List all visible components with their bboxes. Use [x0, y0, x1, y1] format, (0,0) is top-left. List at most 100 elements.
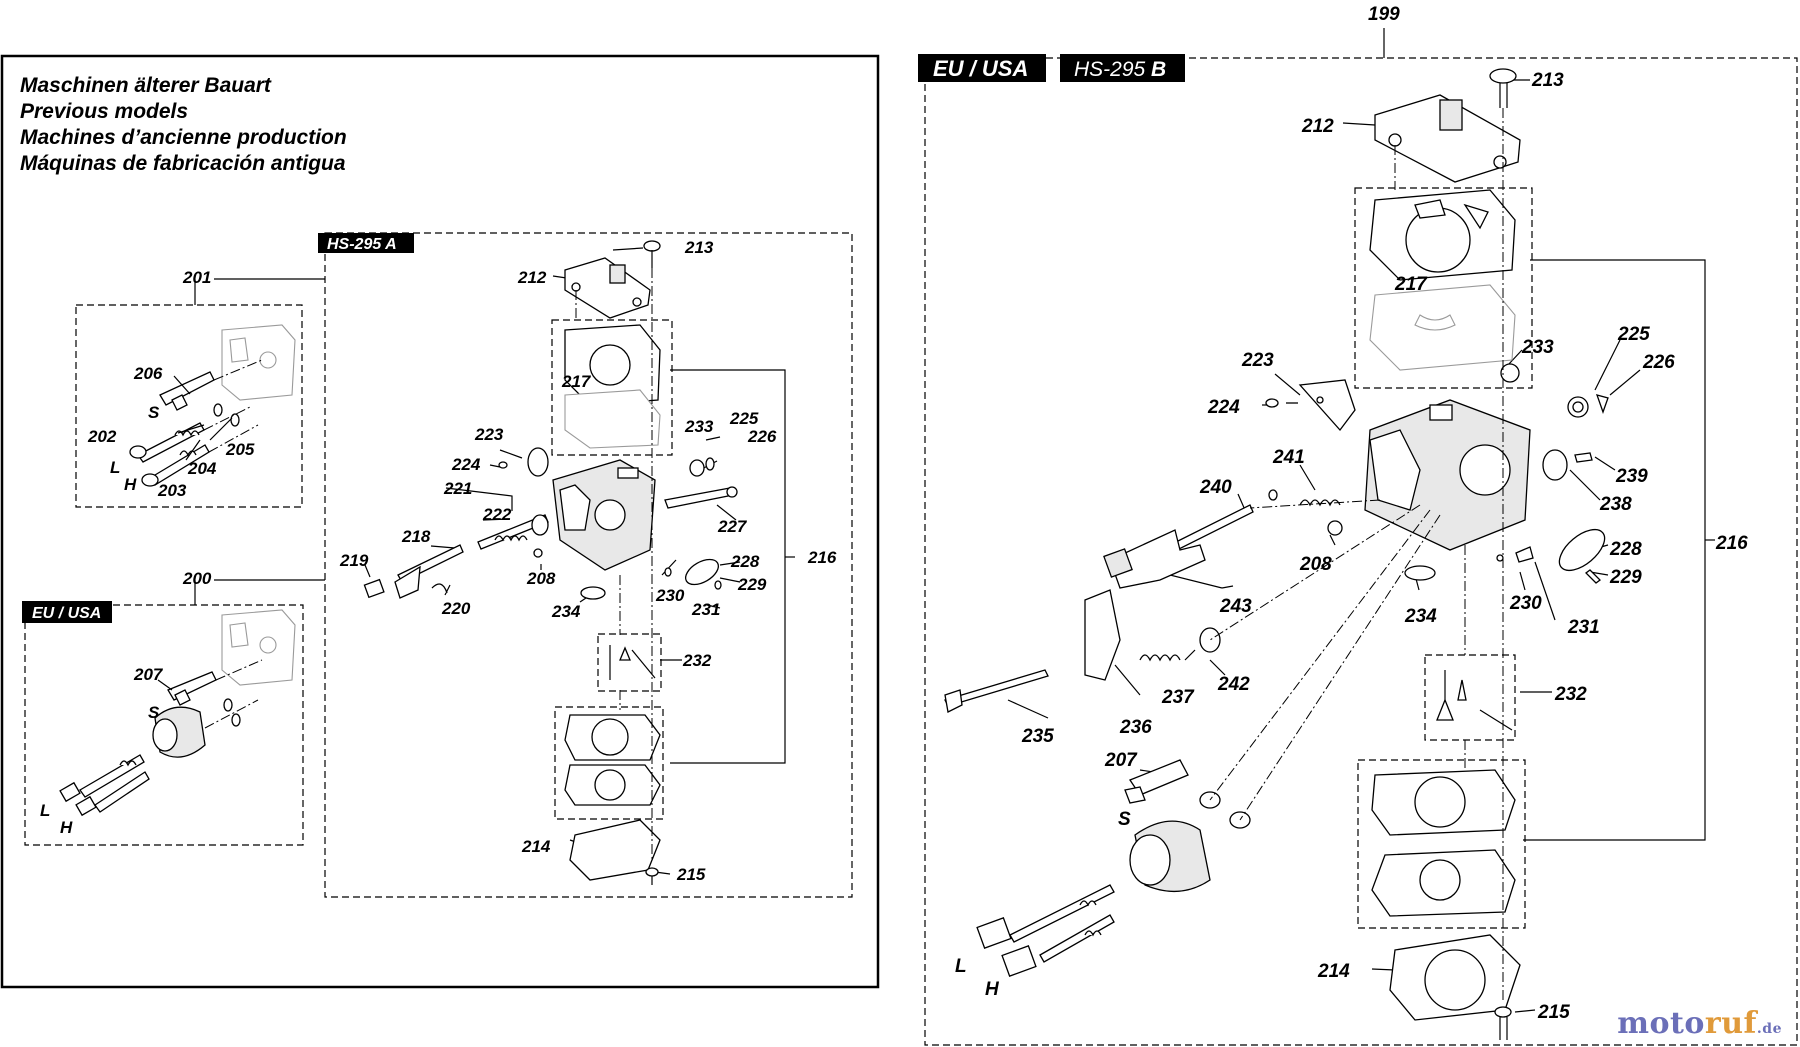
callout-237: 237 [1161, 687, 1195, 708]
watermark-part-a: moto [1617, 1006, 1705, 1041]
callout-229: 229 [737, 575, 767, 594]
hs295a-group-frame [324, 232, 853, 898]
callout-202: 202 [87, 427, 117, 446]
box-201 [75, 304, 303, 508]
callout-239: 239 [1615, 466, 1648, 487]
needle-parts-200 [59, 659, 263, 817]
callout-242: 242 [1217, 674, 1250, 695]
letter-l-201: L [110, 458, 120, 477]
carb-sketch-200 [221, 609, 296, 686]
callout-223: 223 [1241, 350, 1274, 371]
previous-models-title: Maschinen älterer Bauart Previous models… [20, 74, 347, 175]
letter-h-201: H [124, 475, 137, 494]
callout-236: 236 [1119, 717, 1152, 738]
callout-230: 230 [655, 586, 685, 605]
callout-217: 217 [1394, 274, 1428, 295]
callout-214: 214 [1317, 961, 1350, 982]
callout-212: 212 [517, 268, 547, 287]
callout-238: 238 [1599, 494, 1632, 515]
watermark-part-b: ruf [1704, 1006, 1757, 1041]
eu-usa-tag-right-text: EU / USA [933, 56, 1028, 81]
callout-225: 225 [729, 409, 759, 428]
callout-207: 207 [1104, 750, 1138, 771]
callout-218: 218 [401, 527, 431, 546]
needle-parts-201 [129, 359, 263, 487]
callout-228: 228 [1609, 539, 1642, 560]
callout-243: 243 [1219, 596, 1252, 617]
callout-215: 215 [1537, 1002, 1570, 1023]
callout-205: 205 [225, 440, 255, 459]
callout-226: 226 [1642, 352, 1675, 373]
callout-216: 216 [807, 548, 837, 567]
callout-229: 229 [1609, 567, 1642, 588]
letter-l-right: L [955, 956, 967, 977]
callout-232: 232 [682, 651, 712, 670]
callout-235: 235 [1021, 726, 1054, 747]
hs295b-tag-text: HS-295 B [1074, 58, 1166, 81]
eu-usa-tag-right: EU / USA [918, 54, 1046, 82]
callout-207: 207 [133, 665, 164, 684]
letter-l-200: L [40, 801, 50, 820]
callout-228: 228 [730, 552, 760, 571]
callout-219: 219 [339, 551, 369, 570]
callout-201: 201 [182, 268, 211, 287]
box-200 [24, 604, 304, 846]
callout-241: 241 [1272, 447, 1305, 468]
hs295b-tag: HS-295 B [1060, 54, 1185, 82]
callout-221: 221 [443, 479, 472, 498]
title-line-de: Maschinen älterer Bauart [20, 74, 272, 97]
title-line-en: Previous models [20, 100, 188, 123]
motoruf-watermark: motoruf.de [1617, 1006, 1782, 1041]
eu-usa-tag-left-text: EU / USA [32, 605, 101, 622]
leaders-right [1007, 28, 1715, 1013]
callout-240: 240 [1199, 477, 1232, 498]
callout-200: 200 [182, 569, 212, 588]
callout-233: 233 [1521, 337, 1554, 358]
callout-217: 217 [561, 372, 592, 391]
callout-234: 234 [551, 602, 581, 621]
callout-227: 227 [717, 517, 748, 536]
callout-232: 232 [1554, 684, 1587, 705]
watermark-part-c: .de [1756, 1021, 1782, 1037]
letter-s-201: S [148, 403, 160, 422]
hs295b-tag-prefix: HS-295 [1074, 58, 1151, 81]
callout-220: 220 [441, 599, 471, 618]
callout-213: 213 [1531, 70, 1564, 91]
callout-215: 215 [676, 865, 706, 884]
callout-224: 224 [451, 455, 481, 474]
callout-208: 208 [1299, 554, 1332, 575]
callout-233: 233 [684, 417, 714, 436]
eu-usa-tag-left: EU / USA [22, 601, 112, 623]
callout-223: 223 [474, 425, 504, 444]
callout-234: 234 [1404, 606, 1437, 627]
hs295b-tag-suffix: B [1151, 58, 1166, 81]
callout-199: 199 [1368, 4, 1400, 25]
letter-s-200: S [148, 703, 160, 722]
letter-h-right: H [985, 979, 1000, 1000]
previous-models-frame [0, 54, 880, 989]
callout-208: 208 [526, 569, 556, 588]
callout-206: 206 [133, 364, 163, 383]
callout-230: 230 [1509, 593, 1542, 614]
hs295a-parts [363, 240, 738, 885]
callout-222: 222 [482, 505, 512, 524]
callouts-left: 201 202 203 204 205 206 200 207 212 213 … [40, 238, 837, 884]
hs295b-group-frame [924, 57, 1798, 1046]
letter-h-200: H [60, 818, 73, 837]
letter-s-right: S [1118, 809, 1131, 830]
hs295a-tag-text: HS-295 A [327, 236, 397, 253]
callouts-right: 199 213 212 217 216 223 224 233 225 226 … [955, 4, 1748, 1023]
callout-231: 231 [1567, 617, 1600, 638]
hs295b-parts [944, 68, 1609, 1040]
title-line-es: Máquinas de fabricación antigua [20, 152, 346, 175]
callout-214: 214 [521, 837, 551, 856]
callout-216: 216 [1715, 533, 1748, 554]
callout-204: 204 [187, 459, 217, 478]
callout-225: 225 [1617, 324, 1650, 345]
callout-212: 212 [1301, 116, 1334, 137]
callout-203: 203 [157, 481, 187, 500]
hs295a-tag: HS-295 A [318, 233, 414, 253]
callout-224: 224 [1207, 397, 1240, 418]
callout-231: 231 [691, 600, 720, 619]
